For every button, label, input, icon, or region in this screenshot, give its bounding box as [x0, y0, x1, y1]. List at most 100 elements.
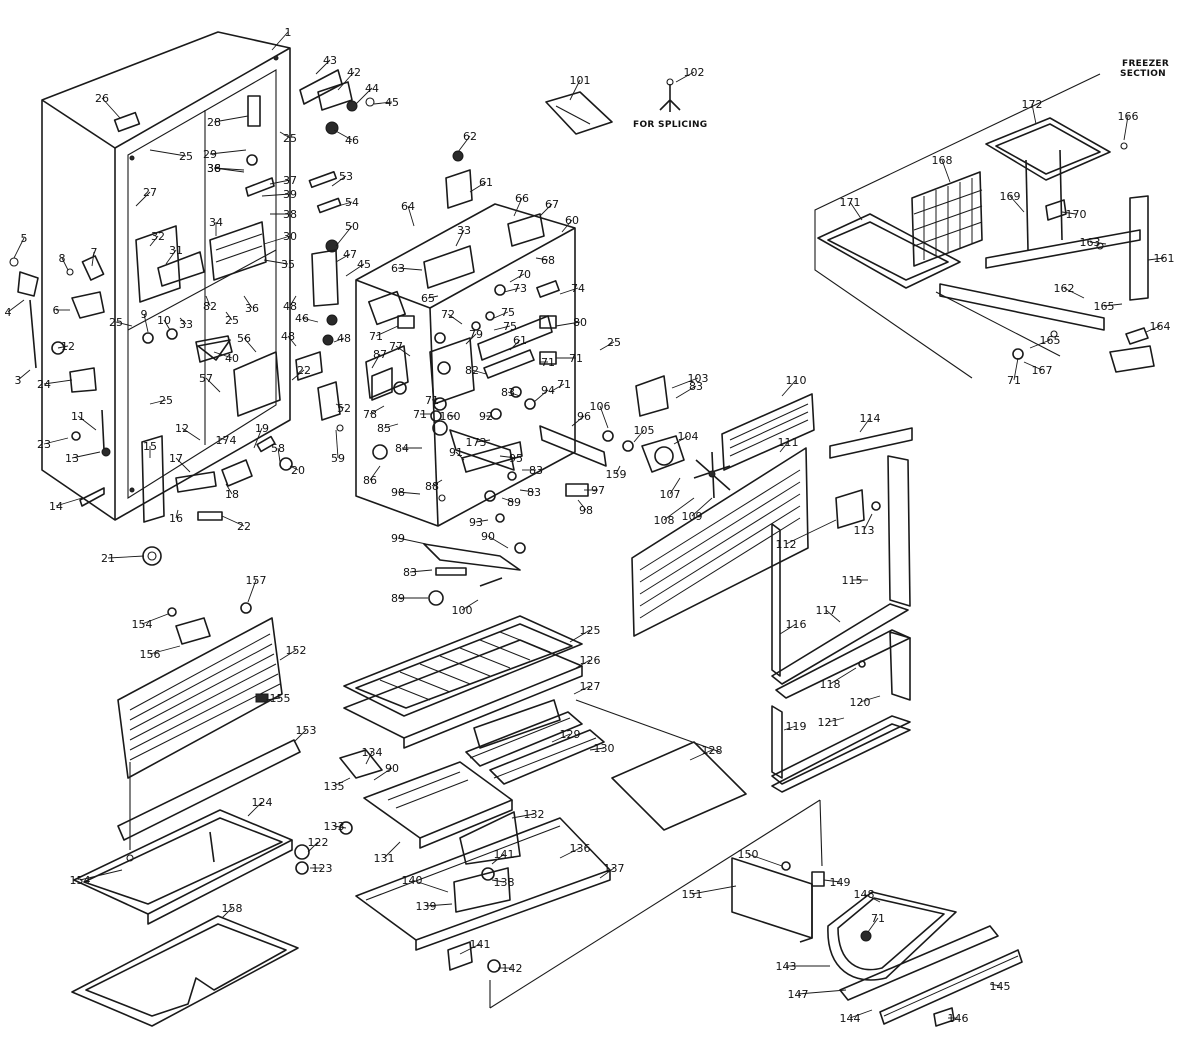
- leader-line: [431, 479, 443, 487]
- leader-line: [779, 623, 797, 635]
- leader-line: [271, 31, 289, 51]
- leader-line: [1029, 339, 1051, 349]
- leader-line: [863, 513, 873, 531]
- leader-line: [599, 867, 615, 879]
- leader-line: [209, 149, 247, 155]
- leader-line: [571, 415, 585, 427]
- part-callout-27: 27: [143, 186, 157, 199]
- leader-line: [867, 917, 879, 933]
- part-callout-18: 18: [225, 488, 239, 501]
- leader-line: [569, 629, 591, 643]
- leader-line: [291, 369, 305, 381]
- part-callout-39: 39: [283, 188, 297, 201]
- control-housing: [355, 150, 607, 606]
- leader-line: [491, 879, 505, 883]
- part-callout-92: 92: [479, 410, 493, 423]
- leader-line: [149, 149, 187, 157]
- leader-line: [165, 249, 177, 265]
- part-callout-25: 25: [109, 316, 123, 329]
- leader-line: [535, 257, 549, 261]
- leader-line: [663, 497, 695, 521]
- part-callout-24: 24: [37, 378, 51, 391]
- part-callout-40: 40: [225, 352, 239, 365]
- leader-line: [263, 235, 291, 245]
- part-callout-154: 154: [70, 874, 91, 887]
- part-callout-83: 83: [529, 464, 543, 477]
- leader-line: [213, 351, 233, 359]
- part-callout-8: 8: [59, 252, 66, 265]
- part-callout-162: 162: [1054, 282, 1075, 295]
- part-callout-33: 33: [179, 318, 193, 331]
- part-callout-79: 79: [469, 328, 483, 341]
- part-callout-98: 98: [579, 504, 593, 517]
- leader-line: [115, 321, 133, 327]
- part-callout-37: 37: [283, 174, 297, 187]
- leader-line: [213, 115, 249, 123]
- leader-line: [487, 535, 509, 549]
- leader-line: [509, 339, 521, 351]
- part-callout-112: 112: [776, 538, 797, 551]
- leader-line: [71, 451, 101, 459]
- part-callout-126: 126: [580, 654, 601, 667]
- shelves-and-crispers: [339, 615, 823, 1009]
- part-callout-58: 58: [271, 442, 285, 455]
- part-callout-159: 159: [606, 468, 627, 481]
- part-callout-65: 65: [421, 292, 435, 305]
- leader-line: [493, 311, 509, 319]
- part-callout-143: 143: [776, 960, 797, 973]
- part-callout-75: 75: [503, 320, 517, 333]
- freezer-section-note-line1: FREEZER: [1122, 59, 1169, 69]
- part-callout-71: 71: [871, 912, 885, 925]
- leader-line: [459, 943, 481, 955]
- leader-line: [549, 383, 565, 393]
- leader-line: [253, 427, 263, 449]
- part-callout-71: 71: [413, 408, 427, 421]
- leader-line: [689, 749, 713, 761]
- part-callout-113: 113: [854, 524, 875, 537]
- leader-line: [331, 175, 347, 187]
- part-callout-68: 68: [541, 254, 555, 267]
- leader-line: [599, 341, 615, 351]
- leader-line: [369, 465, 381, 481]
- part-callout-125: 125: [580, 624, 601, 637]
- part-callout-12: 12: [175, 422, 189, 435]
- part-callout-167: 167: [1032, 364, 1053, 377]
- leader-line: [365, 751, 373, 765]
- leader-line: [1009, 195, 1025, 213]
- part-callout-145: 145: [990, 980, 1011, 993]
- part-callout-56: 56: [237, 332, 251, 345]
- part-callout-161: 161: [1154, 252, 1175, 265]
- part-callout-1: 1: [285, 26, 292, 39]
- leader-line: [61, 257, 69, 271]
- part-callout-29: 29: [203, 148, 217, 161]
- leader-line: [509, 273, 525, 283]
- part-callout-22: 22: [297, 364, 311, 377]
- leader-line: [221, 907, 233, 919]
- part-callout-32: 32: [151, 230, 165, 243]
- leader-line: [43, 379, 73, 385]
- part-callout-131: 131: [374, 852, 395, 865]
- part-callout-45: 45: [357, 258, 371, 271]
- part-callout-160: 160: [440, 410, 461, 423]
- leader-line: [561, 219, 573, 233]
- leader-line: [511, 813, 535, 819]
- part-callout-54: 54: [345, 196, 359, 209]
- part-callout-117: 117: [816, 604, 837, 617]
- leader-line: [287, 335, 297, 347]
- leader-line: [671, 377, 699, 389]
- leader-line: [315, 59, 331, 75]
- part-callout-94: 94: [541, 384, 555, 397]
- part-callout-111: 111: [778, 436, 799, 449]
- part-callout-25: 25: [179, 150, 193, 163]
- leader-line: [397, 267, 423, 271]
- part-callout-150: 150: [738, 848, 759, 861]
- part-callout-42: 42: [347, 66, 361, 79]
- part-callout-61: 61: [513, 334, 527, 347]
- leader-line: [691, 885, 737, 895]
- part-callout-169: 169: [1000, 190, 1021, 203]
- part-callout-83: 83: [527, 486, 541, 499]
- leader-line: [465, 333, 477, 345]
- part-callout-173: 173: [466, 436, 487, 449]
- part-callout-63: 63: [391, 262, 405, 275]
